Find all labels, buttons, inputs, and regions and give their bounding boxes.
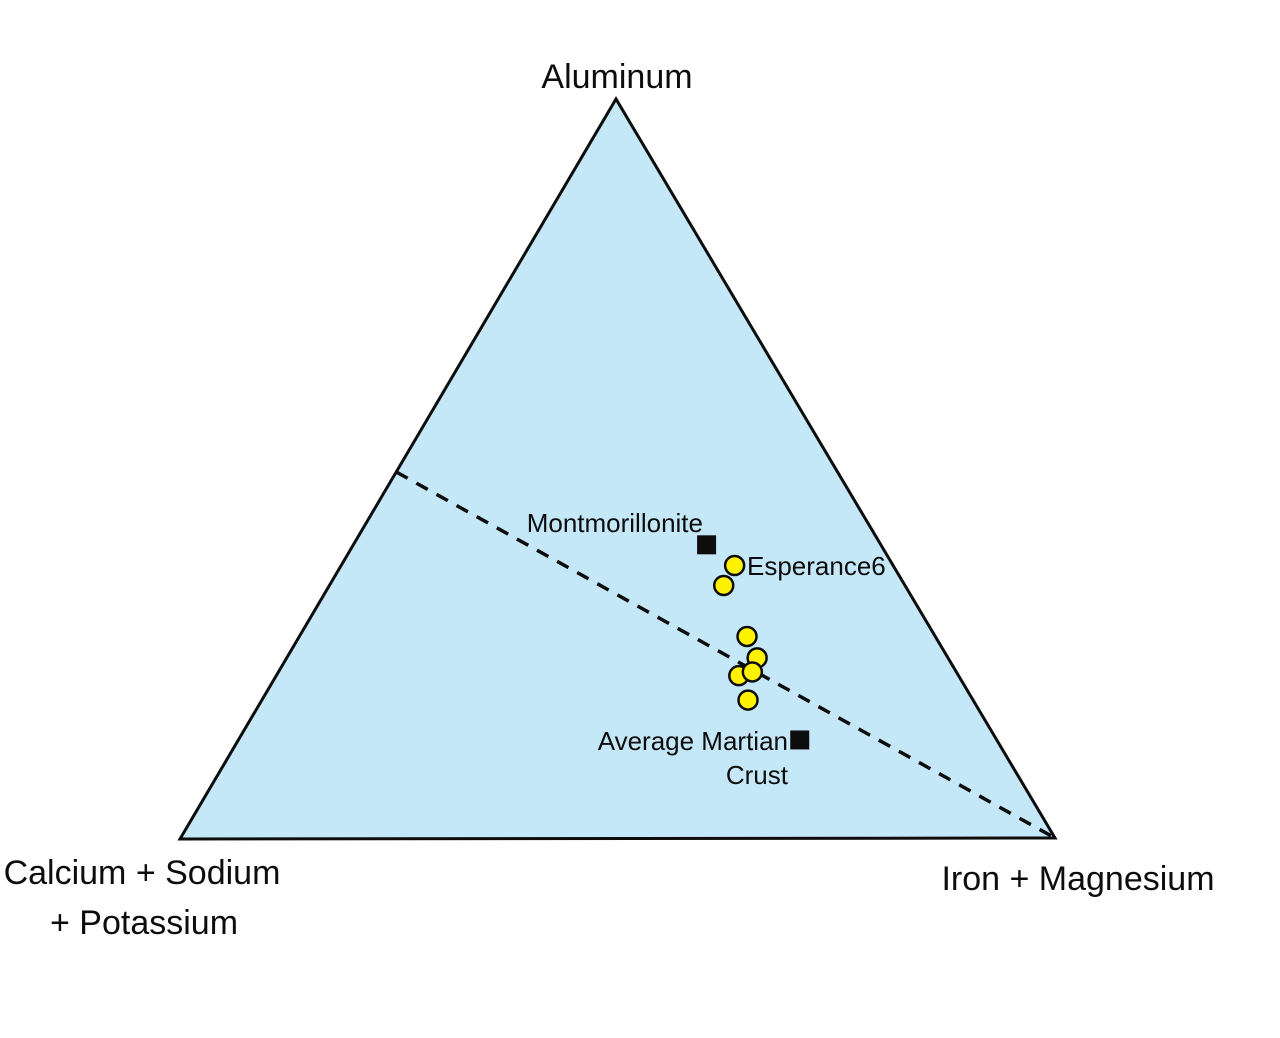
sample-point-marker — [712, 574, 735, 597]
ternary-triangle — [177, 96, 1058, 841]
top-vertex-label: Aluminum — [541, 58, 692, 96]
sample-point-marker — [723, 554, 746, 577]
sample-point-marker — [737, 689, 759, 711]
bottom-left-vertex-label-line1: Calcium + Sodium — [4, 854, 281, 892]
reference-point-marker — [697, 535, 717, 555]
reference-point-marker — [790, 730, 810, 750]
sample-markers — [712, 554, 768, 711]
sample-point-marker — [741, 661, 764, 683]
sample-point-marker — [736, 625, 758, 648]
esperance6-label: Esperance6 — [747, 551, 886, 581]
dashed-tie-line — [395, 470, 1056, 840]
average-martian-crust-label-line1: Average Martian — [598, 726, 788, 756]
bottom-right-vertex-label: Iron + Magnesium — [941, 860, 1214, 898]
average-martian-crust-label-line2: Crust — [726, 760, 789, 790]
montmorillonite-label: Montmorillonite — [527, 508, 703, 538]
bottom-left-vertex-label-line2: + Potassium — [50, 904, 238, 942]
reference-markers — [697, 535, 810, 750]
